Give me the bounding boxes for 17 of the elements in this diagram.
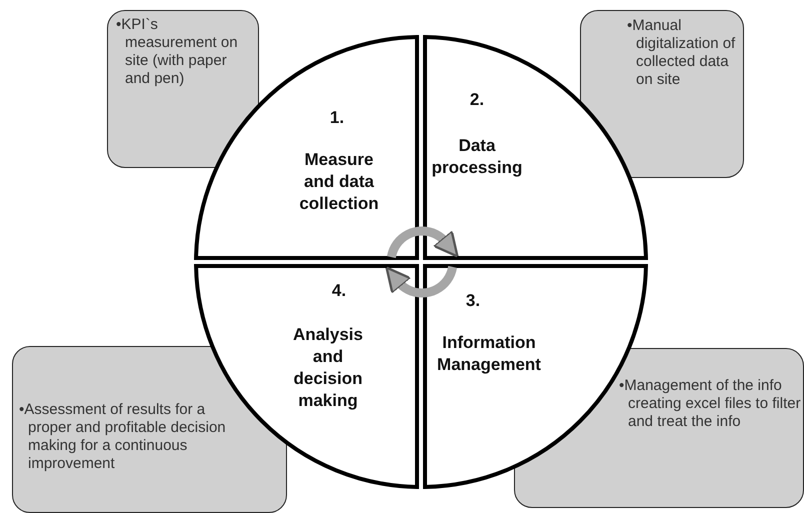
stage-title: Measure and data collection <box>298 149 380 215</box>
stage-number: 1. <box>328 107 346 129</box>
note-card <box>580 10 744 178</box>
note-card <box>12 346 287 513</box>
stage-number: 4. <box>330 280 348 302</box>
stage-number: 3. <box>464 290 482 312</box>
note-card <box>107 10 259 168</box>
note-text: •Manual digitalization of collected data on site <box>627 17 736 89</box>
note-text: •Management of the info creating excel files to filter and treat the info <box>619 377 802 431</box>
stage-title: Information Management <box>436 332 542 376</box>
cycle-arrow <box>385 266 458 298</box>
note-text: •KPI`s measurement on site (with paper and pen) <box>116 16 239 88</box>
stage-number: 2. <box>468 89 486 111</box>
note-text: •Assessment of results for a proper and profitable decision making for a continuous improvement <box>19 401 227 473</box>
stage-title: Analysis and decision making <box>292 324 364 412</box>
cycle-arrow <box>386 226 459 258</box>
stage-title: Data processing <box>430 135 524 179</box>
